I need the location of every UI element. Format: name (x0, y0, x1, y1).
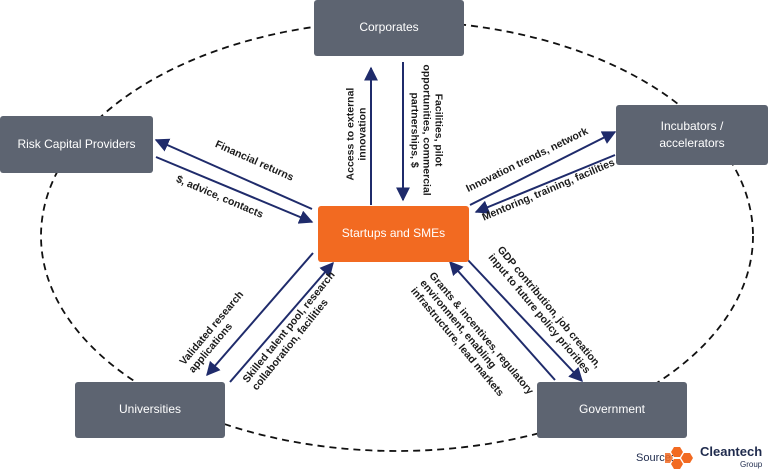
arrow-startups-to-risk-capital (154, 138, 313, 210)
ecosystem-boundary-ellipse (40, 20, 754, 452)
cleantech-logo-icon (665, 447, 693, 469)
logo-sub: Group (740, 460, 763, 469)
arrow-startups-to-government (465, 257, 583, 383)
node-corporates: Corporates (314, 0, 464, 56)
label-access-external-innovation: Access to external innovation (344, 87, 369, 181)
node-government: Government (537, 382, 687, 438)
arrow-incubators-to-startups (474, 154, 616, 214)
node-startups-and-smes: Startups and SMEs (318, 206, 469, 262)
arrow-startups-to-universities (206, 252, 314, 377)
label-facilities-pilot-opportunities: Facilities, pilot opportunities, commerc… (408, 64, 445, 196)
node-incubators-accelerators: Incubators / accelerators (616, 105, 768, 165)
node-universities: Universities (75, 382, 225, 438)
node-risk-capital-providers: Risk Capital Providers (0, 116, 153, 173)
arrow-risk-capital-to-startups (155, 156, 314, 224)
source-label: Source: (636, 452, 674, 464)
logo-name: Cleantech (700, 444, 763, 459)
arrow-government-to-startups (449, 260, 556, 381)
arrow-universities-to-startups (229, 261, 334, 383)
arrow-startups-to-incubators (469, 131, 617, 206)
